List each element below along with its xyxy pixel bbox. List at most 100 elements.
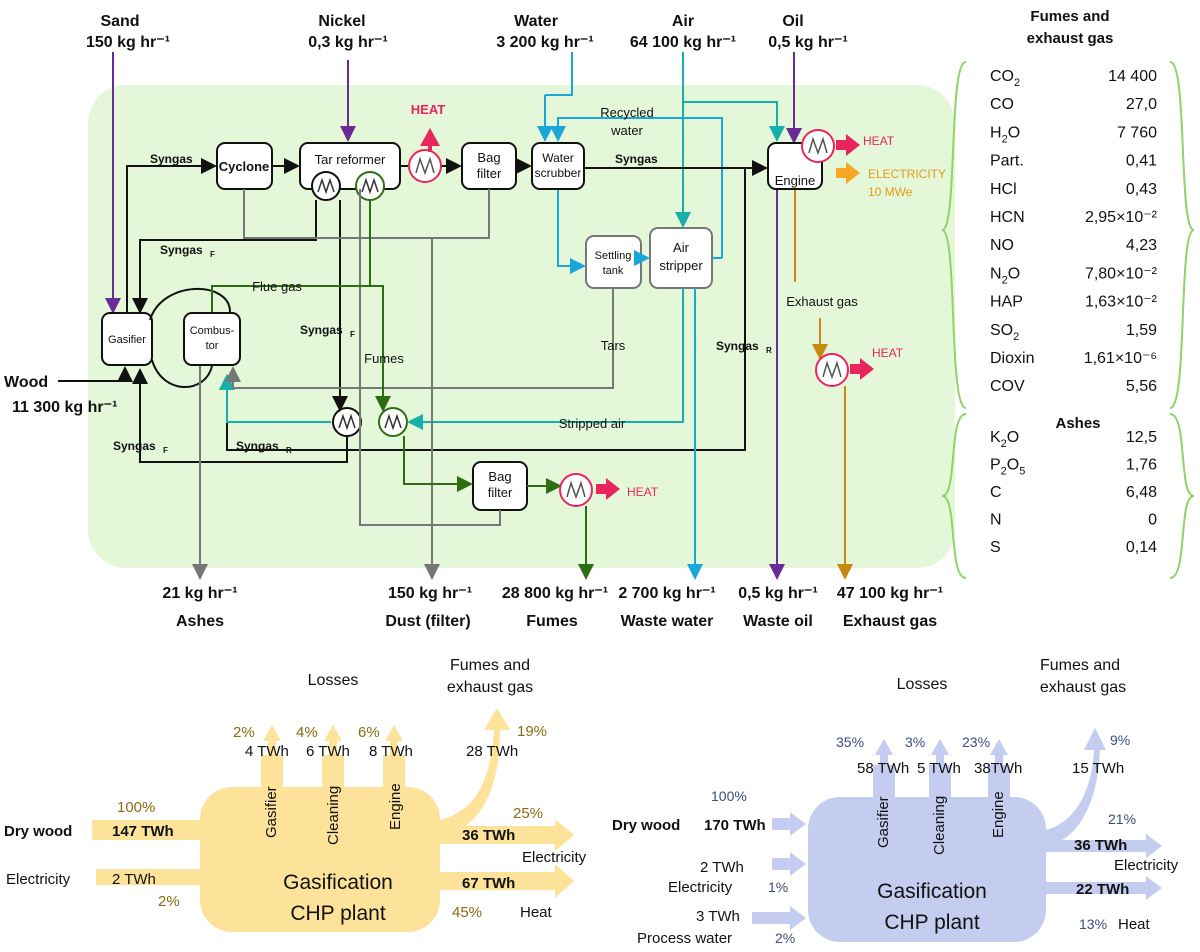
fumes-row-name-1: CO bbox=[990, 96, 1014, 113]
svg-text:36 TWh: 36 TWh bbox=[462, 827, 515, 844]
fumes-row-name-11: COV bbox=[990, 378, 1025, 395]
cyclone-label: Cyclone bbox=[219, 159, 270, 174]
syngas-f-label-2: Syngas bbox=[300, 323, 343, 337]
svg-text:Engine: Engine bbox=[990, 791, 1007, 838]
flue-gas-label: Flue gas bbox=[252, 279, 302, 294]
water-label: Water bbox=[514, 13, 558, 30]
fumes-hx bbox=[559, 473, 593, 507]
fumes-table-title-2: exhaust gas bbox=[1027, 30, 1114, 47]
svg-text:R: R bbox=[286, 446, 292, 455]
svg-text:58 TWh: 58 TWh bbox=[857, 760, 909, 777]
combustor-box bbox=[183, 312, 241, 366]
svg-text:23%: 23% bbox=[962, 734, 990, 750]
svg-text:Gasification: Gasification bbox=[283, 871, 393, 894]
ashes-table-title: Ashes bbox=[1055, 415, 1100, 432]
svg-text:Fumes and: Fumes and bbox=[450, 657, 530, 674]
bag-filter-1-label: Bag bbox=[477, 150, 500, 165]
svg-text:Electricity: Electricity bbox=[1114, 857, 1179, 874]
fumes-row-value-10: 1,61×10⁻⁶ bbox=[1084, 350, 1157, 367]
svg-text:Electricity: Electricity bbox=[6, 871, 71, 888]
svg-text:F: F bbox=[210, 250, 215, 259]
ashes-row-name-1: P2O5 bbox=[990, 457, 1025, 478]
svg-text:Losses: Losses bbox=[308, 672, 359, 689]
svg-text:exhaust gas: exhaust gas bbox=[1040, 679, 1126, 696]
svg-text:21%: 21% bbox=[1108, 811, 1136, 827]
svg-text:Heat: Heat bbox=[1118, 916, 1151, 933]
svg-text:6 TWh: 6 TWh bbox=[306, 743, 350, 760]
ashes-name: Ashes bbox=[176, 613, 224, 630]
svg-text:Electricity: Electricity bbox=[668, 879, 733, 896]
svg-text:100%: 100% bbox=[117, 799, 155, 816]
ashes-row-value-4: 0,14 bbox=[1126, 539, 1157, 556]
syngas-hx-2 bbox=[378, 407, 408, 437]
svg-text:147 TWh: 147 TWh bbox=[112, 823, 174, 840]
fumes-label: Fumes bbox=[364, 351, 404, 366]
engine-hx bbox=[801, 129, 835, 163]
sand-value: 150 kg hr⁻¹ bbox=[86, 34, 170, 51]
fumes-row-name-6: NO bbox=[990, 237, 1014, 254]
exhaust-gas-label: Exhaust gas bbox=[786, 294, 858, 309]
syngas-r-label-1: Syngas bbox=[716, 339, 759, 353]
syngas-line-1 bbox=[126, 158, 217, 312]
electricity-arrow bbox=[836, 162, 860, 184]
fumes-value: 28 800 kg hr⁻¹ bbox=[502, 585, 608, 602]
svg-text:2 TWh: 2 TWh bbox=[700, 859, 744, 876]
engine-label: Engine bbox=[775, 173, 815, 188]
flue-gas-line bbox=[211, 285, 391, 412]
svg-text:45%: 45% bbox=[452, 904, 482, 921]
svg-text:6%: 6% bbox=[358, 724, 380, 741]
air-label: Air bbox=[672, 13, 694, 30]
ashes-row-value-1: 1,76 bbox=[1126, 457, 1157, 474]
svg-text:Dry wood: Dry wood bbox=[4, 823, 72, 840]
wood-label: Wood bbox=[4, 374, 48, 391]
exhaust-heat-label: HEAT bbox=[872, 346, 904, 360]
svg-text:2 TWh: 2 TWh bbox=[112, 871, 156, 888]
oil-value: 0,5 kg hr⁻¹ bbox=[768, 34, 848, 51]
nickel-value: 0,3 kg hr⁻¹ bbox=[308, 34, 388, 51]
svg-text:R: R bbox=[766, 346, 772, 355]
fumes-row-name-2: H2O bbox=[990, 124, 1020, 145]
svg-text:13%: 13% bbox=[1079, 916, 1107, 932]
svg-text:19%: 19% bbox=[517, 723, 547, 740]
recycled-label-2: water bbox=[610, 123, 643, 138]
svg-text:F: F bbox=[163, 446, 168, 455]
fumes-row-name-10: Dioxin bbox=[990, 350, 1034, 367]
tars-line bbox=[225, 288, 614, 389]
waste-oil-name: Waste oil bbox=[743, 613, 813, 630]
bag-filter-2-label: Bag bbox=[488, 469, 511, 484]
svg-text:Electricity: Electricity bbox=[522, 849, 587, 866]
tars-label: Tars bbox=[601, 338, 626, 353]
fumes-row-value-8: 1,63×10⁻² bbox=[1085, 294, 1158, 311]
svg-text:9%: 9% bbox=[1110, 732, 1130, 748]
exhaust-hx bbox=[815, 353, 849, 387]
svg-text:Fumes and: Fumes and bbox=[1040, 657, 1120, 674]
svg-text:Gasifier: Gasifier bbox=[263, 786, 280, 838]
ashes-value: 21 kg hr⁻¹ bbox=[162, 585, 237, 602]
fumes-name: Fumes bbox=[526, 613, 578, 630]
fumes-row-value-7: 7,80×10⁻² bbox=[1085, 265, 1158, 282]
water-scrubber-label-2: scrubber bbox=[535, 166, 582, 180]
svg-text:CHP plant: CHP plant bbox=[884, 911, 979, 934]
ashes-brace-right bbox=[1169, 413, 1195, 579]
fumes-row-value-1: 27,0 bbox=[1126, 96, 1157, 113]
waste-water-name: Waste water bbox=[621, 613, 714, 630]
heat-label-1: HEAT bbox=[411, 102, 445, 117]
syngas-f-line bbox=[132, 200, 317, 314]
nickel-label: Nickel bbox=[318, 13, 365, 30]
settling-label-2: tank bbox=[603, 265, 624, 277]
fumes-brace-right bbox=[1169, 61, 1195, 409]
fumes-row-name-4: HCl bbox=[990, 181, 1017, 198]
svg-text:Cleaning: Cleaning bbox=[325, 786, 342, 845]
combustor-label: Combus- bbox=[190, 325, 235, 337]
tar-reformer-label: Tar reformer bbox=[315, 152, 386, 167]
engine-heat-label: HEAT bbox=[863, 134, 895, 148]
syngas-hx-1 bbox=[332, 407, 362, 437]
ashes-row-name-2: C bbox=[990, 484, 1002, 501]
fumes-row-value-2: 7 760 bbox=[1117, 124, 1157, 141]
syngas-f-label-3: Syngas bbox=[113, 439, 156, 453]
exhaust-value: 47 100 kg hr⁻¹ bbox=[837, 585, 943, 602]
svg-text:2%: 2% bbox=[233, 724, 255, 741]
svg-text:100%: 100% bbox=[711, 788, 747, 804]
